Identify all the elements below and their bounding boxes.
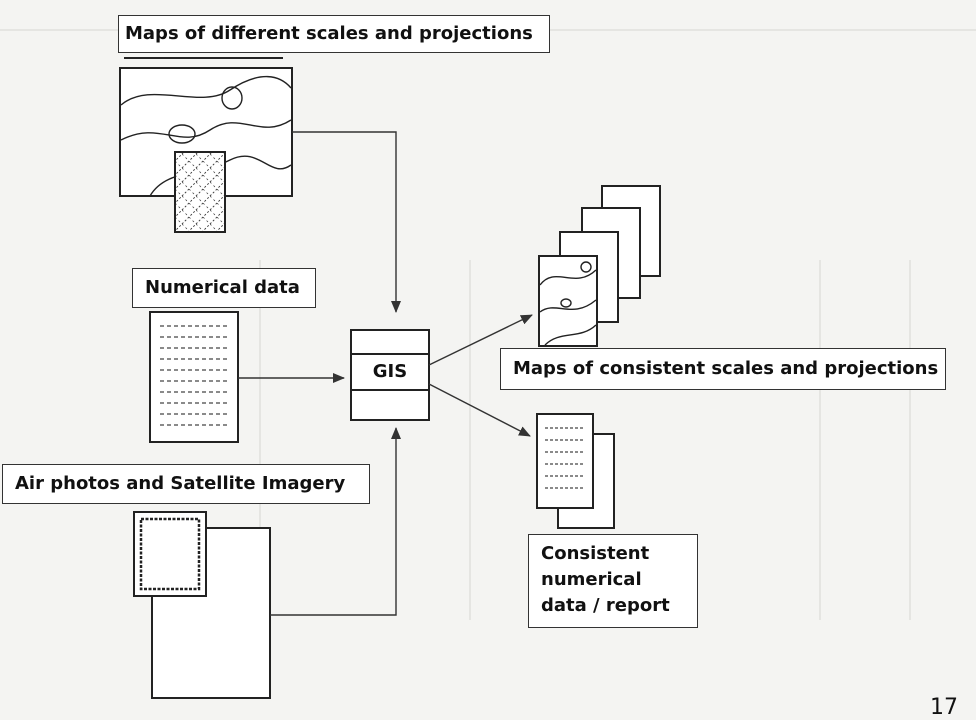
gis-box	[350, 329, 430, 421]
label-maps-consistent-scales: Maps of consistent scales and projection…	[500, 348, 946, 390]
consistent-line-3: data / report	[541, 595, 670, 616]
consistent-report-stack-icon	[536, 413, 615, 529]
consistent-line-1: Consistent	[541, 543, 650, 564]
label-gis: GIS	[372, 361, 408, 382]
page-number: 17	[930, 695, 958, 720]
label-consistent-numerical-report: Consistent numerical data / report	[528, 534, 698, 628]
label-numerical-data: Numerical data	[132, 268, 316, 308]
arrow-maps-to-gis	[292, 131, 401, 313]
label-maps-different-scales: Maps of different scales and projections	[118, 15, 550, 53]
arrow-gis-to-report	[428, 383, 531, 437]
map-different-scales-icon	[119, 67, 293, 233]
arrow-imagery-to-gis	[270, 427, 401, 616]
flow-arrows	[238, 131, 533, 616]
numerical-data-document-icon	[149, 311, 239, 443]
label-air-photos-satellite-imagery: Air photos and Satellite Imagery	[2, 464, 370, 504]
consistent-line-2: numerical	[541, 569, 642, 590]
arrow-gis-to-maps	[428, 314, 533, 366]
maps-consistent-stack-icon	[538, 185, 661, 347]
air-photo-imagery-icon	[133, 511, 271, 699]
